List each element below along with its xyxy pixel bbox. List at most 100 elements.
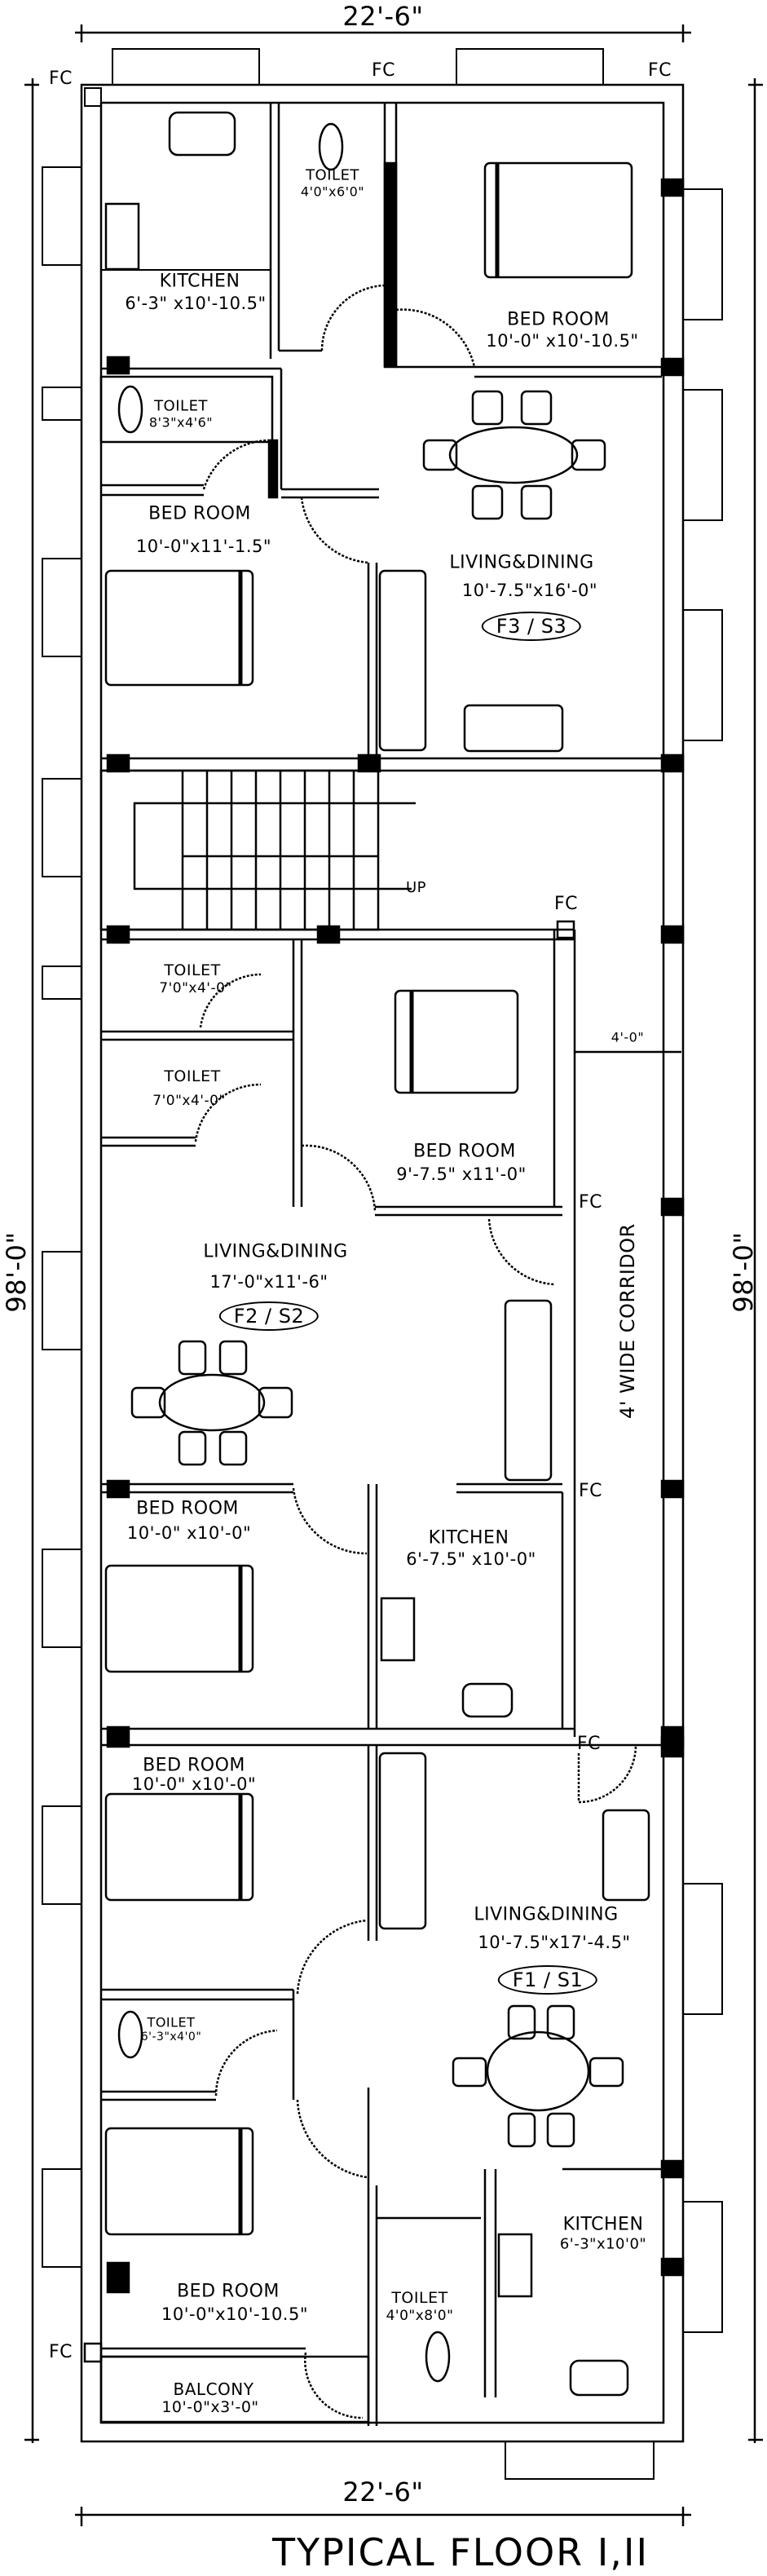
- column: [108, 357, 129, 373]
- room-size: 9'-7.5" x11'-0": [396, 1164, 527, 1184]
- room-size: 8'3"x4'6": [148, 414, 214, 431]
- window-tag-icon: [683, 610, 722, 740]
- dining-table-icon: [160, 1375, 264, 1430]
- room-size: 10'-0"x10'-10.5": [161, 2304, 309, 2324]
- column: [662, 2259, 683, 2275]
- windows-top-bottom: [85, 49, 654, 2479]
- room-size: 4'0"x6'0": [300, 183, 365, 200]
- room-name: LIVING&DINING: [203, 1241, 348, 1262]
- flat-3: [101, 103, 683, 771]
- door-swing: [396, 310, 474, 367]
- toilet-f3b: [101, 377, 272, 442]
- room-name: TOILET: [391, 2289, 448, 2307]
- chair-icon: [473, 391, 502, 424]
- fc-label: FC: [577, 1734, 602, 1754]
- column: [662, 755, 683, 771]
- wc-icon: [119, 2012, 142, 2057]
- door-swing: [298, 2100, 367, 2177]
- window-tag-icon: [42, 966, 82, 999]
- column: [662, 1481, 683, 1497]
- chair-icon: [259, 1388, 292, 1417]
- stove-icon: [381, 1598, 414, 1660]
- top-width-dimension: 22'-6": [342, 1, 424, 32]
- flat-tag: F3 / S3: [481, 612, 582, 641]
- fire-cabinet-icon: [85, 88, 101, 106]
- fc-label: FC: [579, 1192, 603, 1213]
- room-name: KITCHEN: [428, 1527, 509, 1549]
- column: [108, 1727, 129, 1747]
- window-tag-icon: [42, 559, 82, 656]
- window-tag-icon: [683, 2202, 722, 2332]
- room-size: 6'-3" x10'-10.5": [125, 294, 267, 313]
- chair-icon: [473, 486, 502, 519]
- dimension-lines: [24, 24, 763, 2526]
- door-swing: [579, 1745, 636, 1802]
- column: [662, 1199, 683, 1215]
- room-size: 7'0"x4'-0": [159, 980, 232, 996]
- sofa-icon: [380, 571, 425, 750]
- left-length-dimension: 98'-0": [1, 1231, 32, 1313]
- fridge-icon: [571, 2361, 628, 2395]
- door-swing: [489, 1219, 554, 1284]
- dining-table-icon: [487, 2032, 588, 2110]
- room-size: 6'-3"x10'0": [559, 2235, 647, 2253]
- fire-cabinet-icon: [558, 921, 574, 938]
- room-size: 10'-7.5"x17'-4.5": [478, 1933, 631, 1952]
- door-swing: [322, 285, 385, 351]
- bed-icon: [485, 163, 632, 277]
- flat-tag: F2 / S2: [218, 1301, 320, 1331]
- column: [662, 2161, 683, 2177]
- window-tag-icon: [683, 390, 722, 520]
- room-name: KITCHEN: [562, 2214, 644, 2235]
- door-swing: [298, 1920, 367, 1994]
- corridor-width-dimension: 4'-0": [611, 1029, 645, 1045]
- chair-icon: [132, 1388, 165, 1417]
- window-tag-icon: [683, 189, 722, 320]
- fire-cabinet-icon: [85, 2344, 101, 2362]
- window-tag-icon: [42, 1252, 82, 1350]
- room-size: 10'-0"x11'-1.5": [135, 537, 272, 556]
- flat-tag: F1 / S1: [497, 1965, 598, 1995]
- outer-walls: [82, 85, 683, 2441]
- room-name: BED ROOM: [507, 309, 610, 330]
- dining-table-icon: [450, 427, 577, 483]
- column: [359, 755, 380, 771]
- inner-wall: [101, 103, 663, 2423]
- chair-icon: [179, 1432, 205, 1465]
- corridor-label: 4' WIDE CORRIDOR: [616, 1223, 639, 1419]
- room-name: KITCHEN: [159, 271, 240, 292]
- room-size: 10'-0" x10'-10.5": [486, 331, 639, 351]
- stair-direction-line: [134, 803, 416, 889]
- chair-icon: [572, 440, 605, 470]
- kitchen-f3-counter-zone: [101, 103, 271, 270]
- window-tag-icon: [112, 49, 259, 85]
- window-tag-icon: [683, 1884, 722, 2014]
- stove-icon: [106, 204, 139, 269]
- room-size: 6'-3"x4'0": [140, 2030, 202, 2044]
- room-name: BALCONY: [173, 2379, 254, 2399]
- door-swing: [302, 1146, 375, 1211]
- door-swing: [305, 2353, 363, 2418]
- room-name: LIVING&DINING: [474, 1904, 619, 1925]
- fridge-icon: [463, 1684, 512, 1717]
- staircase: [101, 771, 683, 943]
- room-size: 10'-0" x10'-0": [131, 1774, 257, 1794]
- windows-right: [683, 189, 722, 2332]
- door-swing: [293, 1488, 367, 1553]
- room-name: TOILET: [164, 961, 221, 979]
- flat-1: [85, 1737, 683, 2426]
- chair-icon: [220, 1341, 246, 1374]
- room-name: BED ROOM: [143, 1755, 245, 1776]
- chair-icon: [179, 1341, 205, 1374]
- fc-label: FC: [372, 60, 396, 81]
- sofa-icon: [603, 1810, 649, 1900]
- wall-fill: [385, 163, 396, 367]
- room-name: BED ROOM: [413, 1141, 516, 1162]
- room-size: 6'-7.5" x10'-0": [406, 1549, 536, 1569]
- room-name: TOILET: [306, 166, 359, 184]
- room-name: TOILET: [147, 2014, 196, 2030]
- wc-icon: [119, 387, 142, 432]
- chair-icon: [548, 2114, 574, 2146]
- window-tag-icon: [456, 49, 603, 85]
